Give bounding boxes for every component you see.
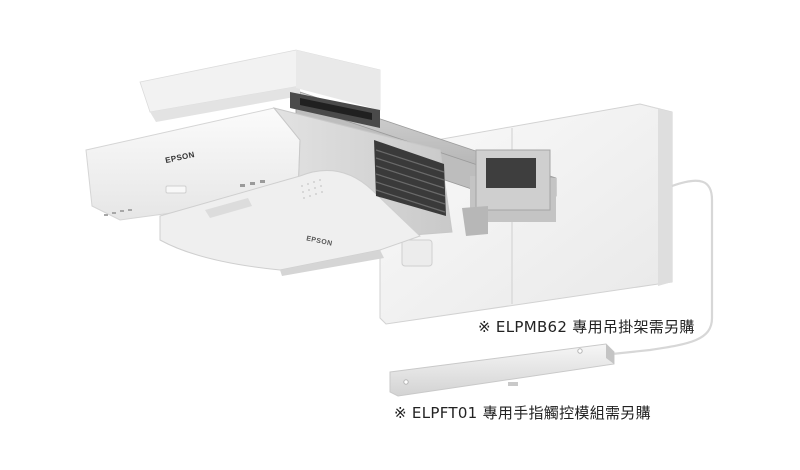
mount-sold-separately-note: ※ ELPMB62 專用吊掛架需另購 — [478, 318, 695, 336]
touch-module-bar — [389, 343, 615, 397]
projector-body — [85, 107, 453, 276]
speaker-grille — [301, 179, 323, 199]
projector-top — [139, 49, 381, 128]
touch-cable — [611, 179, 714, 356]
vent-grille — [374, 140, 446, 216]
touch-module-sold-separately-note: ※ ELPFT01 專用手指觸控模組需另購 — [394, 404, 651, 422]
